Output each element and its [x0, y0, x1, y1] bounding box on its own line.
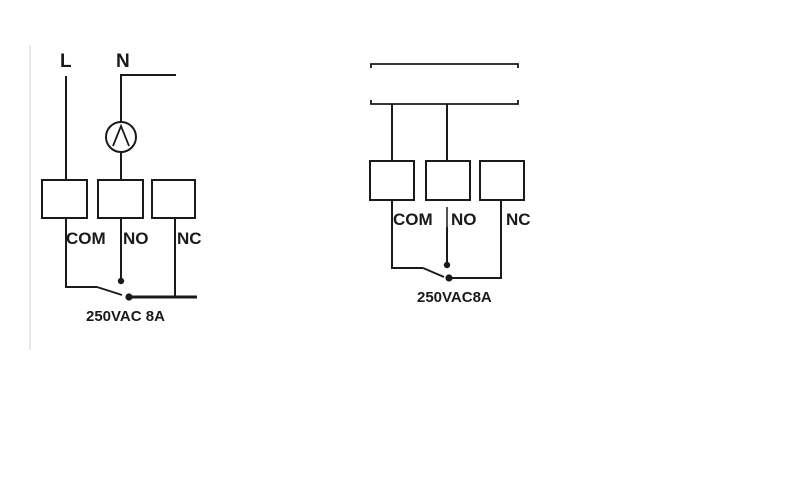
terminal-block-nc	[152, 180, 195, 218]
terminal-label-no: NO	[123, 229, 149, 248]
left-diagram: L N COM NO NC 250VAC 8A	[42, 51, 202, 325]
rating-label: 250VAC8A	[417, 289, 492, 306]
terminal-block-com	[42, 180, 87, 218]
no-contact-point	[445, 263, 449, 267]
neutral-label-n: N	[116, 51, 130, 72]
terminal-label-nc: NC	[177, 229, 202, 248]
terminal-block-no	[426, 161, 470, 200]
terminal-label-no: NO	[451, 210, 477, 229]
lamp-filament-icon	[113, 126, 129, 146]
rating-label: 250VAC 8A	[86, 308, 165, 325]
terminal-label-com: COM	[66, 229, 106, 248]
second-bus-line	[371, 100, 518, 104]
terminal-label-nc: NC	[506, 210, 531, 229]
switch-pivot-point	[126, 294, 131, 299]
switch-pivot-point	[446, 275, 451, 280]
terminal-label-com: COM	[393, 210, 433, 229]
right-diagram: COM NO NC 250VAC8A	[370, 64, 531, 306]
terminal-block-nc	[480, 161, 524, 200]
neutral-wire-n	[121, 75, 176, 122]
line-label-l: L	[60, 51, 72, 72]
terminal-block-com	[370, 161, 414, 200]
switch-contact-lever	[97, 287, 122, 295]
switch-contact-lever	[423, 268, 444, 277]
terminal-block-no	[98, 180, 143, 218]
no-contact-point	[119, 279, 123, 283]
top-bus-line	[371, 64, 518, 68]
